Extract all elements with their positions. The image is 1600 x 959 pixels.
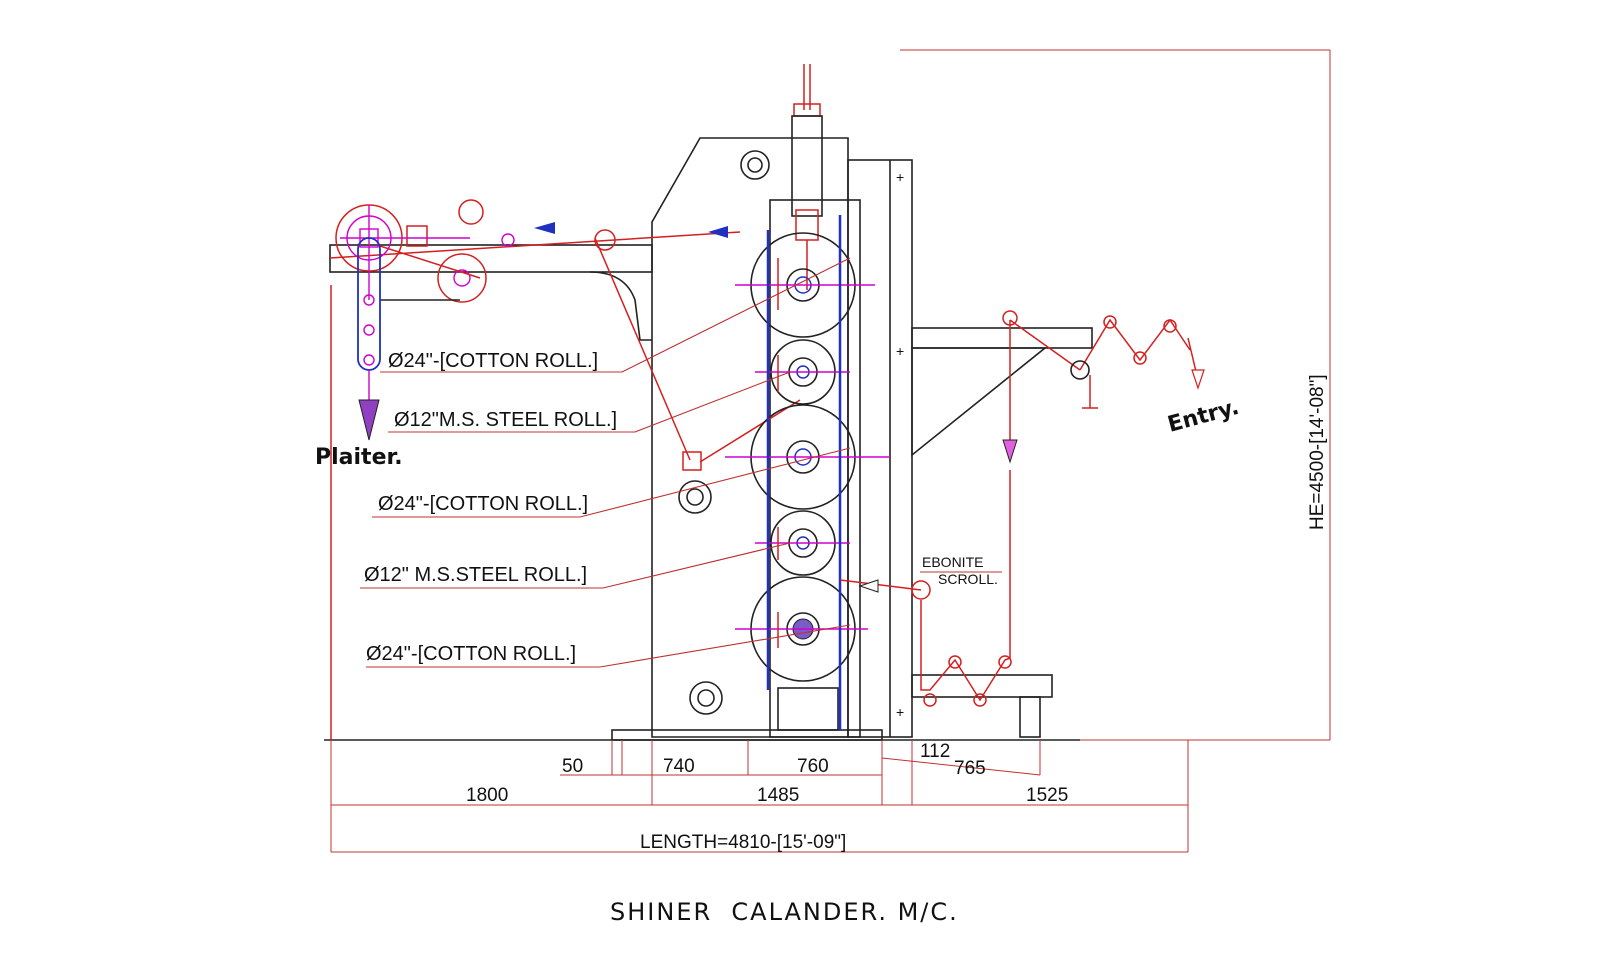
dim-height: HE=4500-[14'-08"] [1307,374,1328,530]
dim-1800: 1800 [466,785,508,806]
drawing-title: SHINER CALANDER. M/C. [610,898,959,926]
roll-label-2: Ø12"M.S. STEEL ROLL.] [394,409,617,431]
dim-length: LENGTH=4810-[15'-09"] [640,832,846,853]
svg-text:+: + [896,343,904,359]
dim-765: 765 [954,758,986,779]
roll-label-1: Ø24"-[COTTON ROLL.] [388,350,598,372]
roll-leaders [360,257,851,668]
plaiter-arm [329,199,801,740]
dimension-lines [330,49,1331,853]
ebonite-label-line1: EBONITE [922,554,983,570]
roll-label-4: Ø12" M.S.STEEL ROLL.] [364,564,587,586]
ebonite-label-line2: SCROLL. [938,571,998,587]
steel-roll-upper [755,339,850,405]
dim-1525: 1525 [1026,785,1068,806]
entry-frame [839,310,1205,738]
roll-label-5: Ø24"-[COTTON ROLL.] [366,643,576,665]
dim-50: 50 [562,756,583,777]
dim-112: 112 [920,741,950,762]
dim-1485: 1485 [757,785,799,806]
svg-text:+: + [896,704,904,720]
dim-740: 740 [663,756,695,777]
entry-label: Entry. [1165,395,1242,438]
plaiter-label: Plaiter. [315,445,403,470]
steel-roll-lower [755,510,850,576]
hydraulic-cylinder [791,64,823,290]
cotton-roll-top [735,232,875,338]
cotton-roll-middle [725,404,890,510]
roll-stack [725,215,890,730]
svg-text:+: + [896,169,904,185]
dim-760: 760 [797,756,829,777]
roll-label-3: Ø24"-[COTTON ROLL.] [378,493,588,515]
